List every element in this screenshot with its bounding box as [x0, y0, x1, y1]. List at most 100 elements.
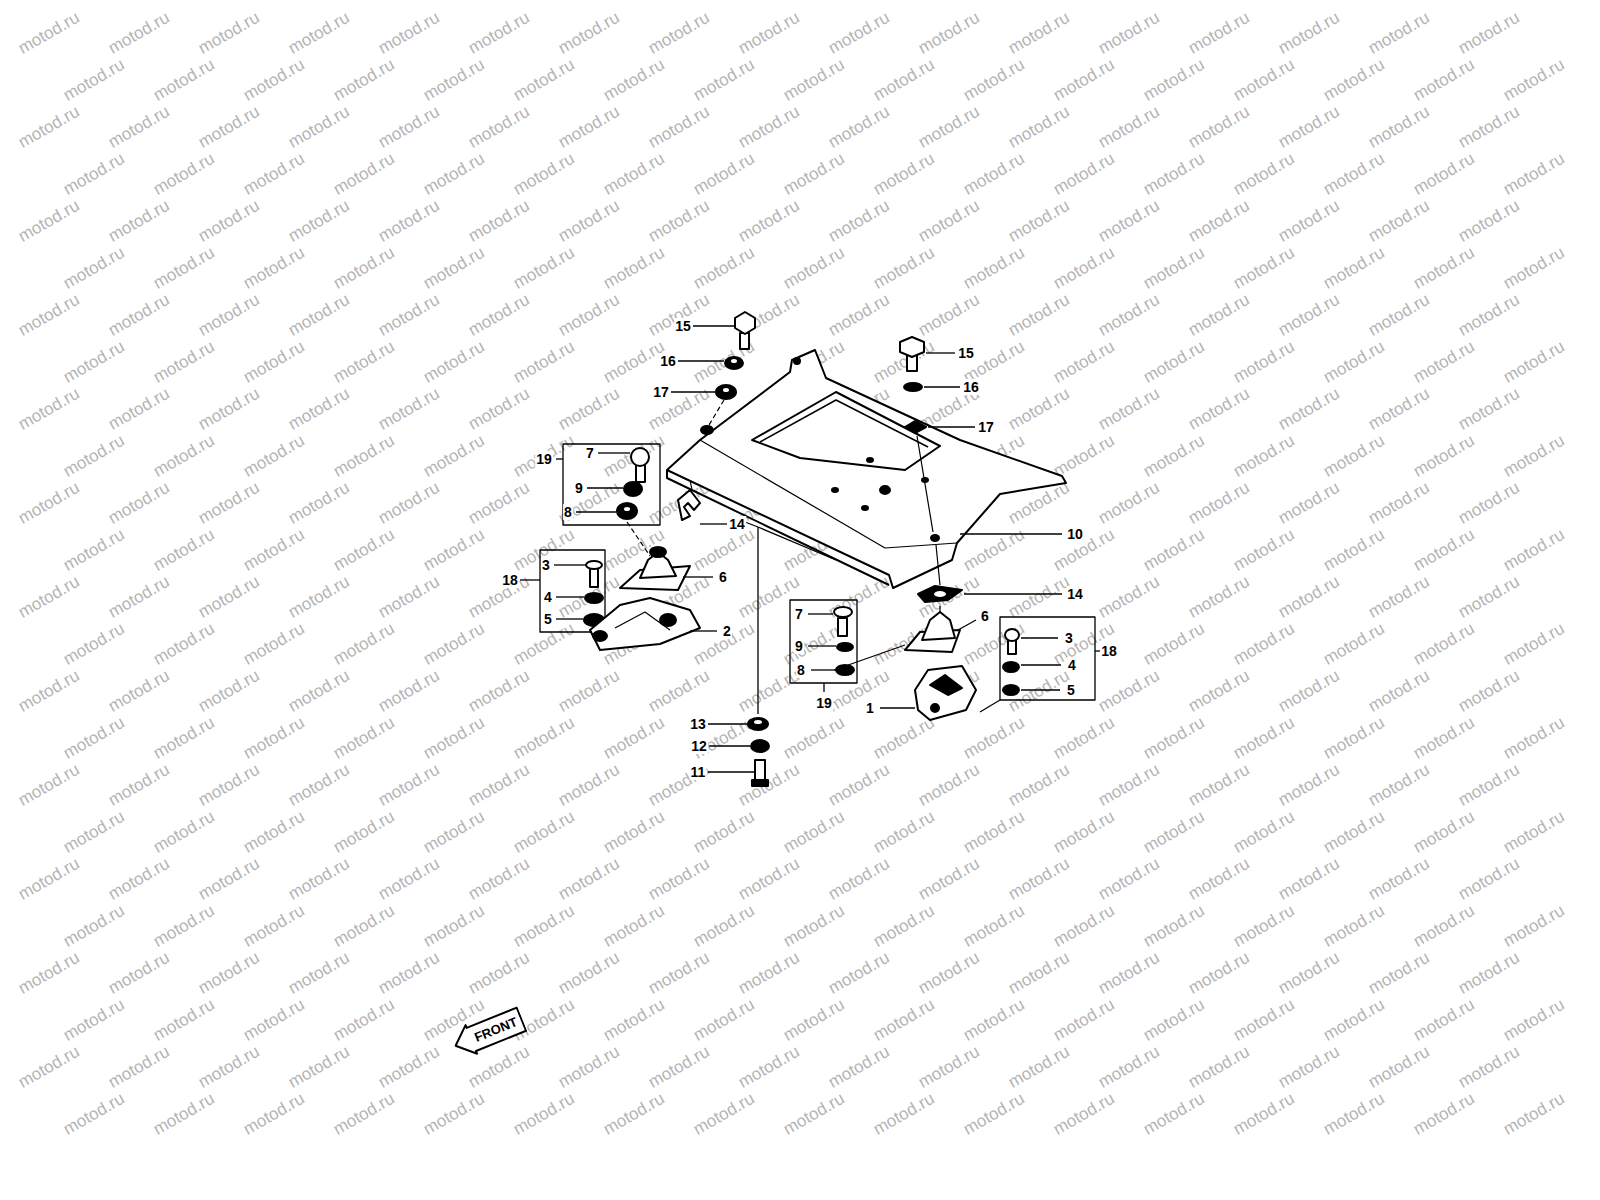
- watermark: motod.ru: [1140, 149, 1208, 200]
- watermark: motod.ru: [510, 243, 578, 294]
- watermark: motod.ru: [1500, 901, 1568, 952]
- callout-number: 18: [501, 572, 519, 588]
- watermark: motod.ru: [1275, 196, 1343, 247]
- watermark: motod.ru: [1500, 619, 1568, 670]
- watermark: motod.ru: [60, 525, 128, 576]
- watermark: motod.ru: [1320, 55, 1388, 106]
- watermark: motod.ru: [60, 807, 128, 858]
- watermark: motod.ru: [1050, 337, 1118, 388]
- watermark: motod.ru: [1140, 713, 1208, 764]
- watermark: motod.ru: [240, 807, 308, 858]
- watermark: motod.ru: [375, 102, 443, 153]
- callout-number: 17: [977, 419, 995, 435]
- watermark: motod.ru: [285, 102, 353, 153]
- watermark: motod.ru: [645, 666, 713, 717]
- watermark: motod.ru: [780, 901, 848, 952]
- watermark: motod.ru: [1050, 55, 1118, 106]
- watermark: motod.ru: [1185, 196, 1253, 247]
- watermark: motod.ru: [1050, 243, 1118, 294]
- watermark: motod.ru: [1185, 478, 1253, 529]
- watermark: motod.ru: [915, 854, 983, 905]
- watermark: motod.ru: [1455, 102, 1523, 153]
- watermark: motod.ru: [555, 196, 623, 247]
- watermark: motod.ru: [1230, 149, 1298, 200]
- callout-number: 10: [1066, 526, 1084, 542]
- watermark: motod.ru: [375, 854, 443, 905]
- watermark: motod.ru: [1050, 1089, 1118, 1140]
- watermark: motod.ru: [510, 55, 578, 106]
- watermark: motod.ru: [1455, 948, 1523, 999]
- watermark: motod.ru: [150, 431, 218, 482]
- watermark: motod.ru: [600, 55, 668, 106]
- watermark: motod.ru: [555, 290, 623, 341]
- callout-number: 4: [1067, 657, 1077, 673]
- watermark: motod.ru: [1095, 196, 1163, 247]
- watermark: motod.ru: [1455, 1042, 1523, 1093]
- watermark: motod.ru: [60, 713, 128, 764]
- watermark: motod.ru: [1140, 1089, 1208, 1140]
- leader-line: [671, 391, 715, 392]
- watermark: motod.ru: [1050, 713, 1118, 764]
- watermark: motod.ru: [1455, 8, 1523, 59]
- watermark: motod.ru: [60, 995, 128, 1046]
- watermark: motod.ru: [960, 619, 1028, 670]
- watermark: motod.ru: [555, 102, 623, 153]
- watermark: motod.ru: [285, 666, 353, 717]
- watermark: motod.ru: [1410, 525, 1478, 576]
- leader-line: [811, 669, 835, 670]
- watermark: motod.ru: [1365, 196, 1433, 247]
- callout-number: 5: [543, 611, 553, 627]
- callout-number: 4: [543, 589, 553, 605]
- watermark: motod.ru: [1095, 102, 1163, 153]
- watermark: motod.ru: [960, 713, 1028, 764]
- watermark: motod.ru: [1050, 149, 1118, 200]
- watermark: motod.ru: [1275, 948, 1343, 999]
- watermark: motod.ru: [690, 1089, 758, 1140]
- watermark: motod.ru: [285, 196, 353, 247]
- watermark: motod.ru: [150, 337, 218, 388]
- watermark: motod.ru: [285, 760, 353, 811]
- watermark: motod.ru: [600, 713, 668, 764]
- watermark: motod.ru: [15, 854, 83, 905]
- watermark: motod.ru: [105, 854, 173, 905]
- watermark: motod.ru: [1500, 713, 1568, 764]
- watermark: motod.ru: [1410, 807, 1478, 858]
- watermark: motod.ru: [1410, 1089, 1478, 1140]
- watermark: motod.ru: [1320, 901, 1388, 952]
- watermark: motod.ru: [600, 901, 668, 952]
- watermark: motod.ru: [240, 525, 308, 576]
- watermark: motod.ru: [1455, 854, 1523, 905]
- watermark: motod.ru: [420, 337, 488, 388]
- watermark: motod.ru: [1275, 384, 1343, 435]
- watermark: motod.ru: [240, 337, 308, 388]
- watermark: motod.ru: [420, 713, 488, 764]
- watermark: motod.ru: [870, 713, 938, 764]
- watermark: motod.ru: [1230, 807, 1298, 858]
- watermark: motod.ru: [960, 1089, 1028, 1140]
- callout-number: 1: [865, 700, 875, 716]
- watermark: motod.ru: [1005, 572, 1073, 623]
- watermark: motod.ru: [1320, 431, 1388, 482]
- watermark: motod.ru: [1005, 1042, 1073, 1093]
- watermark: motod.ru: [375, 572, 443, 623]
- watermark: motod.ru: [510, 713, 578, 764]
- callout-number: 9: [794, 638, 804, 654]
- leader-line: [587, 487, 623, 488]
- watermark: motod.ru: [645, 196, 713, 247]
- watermark: motod.ru: [375, 666, 443, 717]
- watermark: motod.ru: [825, 290, 893, 341]
- watermark: motod.ru: [150, 1089, 218, 1140]
- watermark: motod.ru: [375, 8, 443, 59]
- watermark: motod.ru: [15, 384, 83, 435]
- watermark: motod.ru: [1095, 478, 1163, 529]
- watermark: motod.ru: [1140, 55, 1208, 106]
- watermark: motod.ru: [1455, 290, 1523, 341]
- leader-line: [709, 745, 750, 746]
- watermark: motod.ru: [1230, 55, 1298, 106]
- callout-number: 8: [796, 662, 806, 678]
- watermark: motod.ru: [420, 431, 488, 482]
- watermark: motod.ru: [1140, 995, 1208, 1046]
- watermark: motod.ru: [1320, 713, 1388, 764]
- watermark: motod.ru: [195, 8, 263, 59]
- callout-number: 8: [563, 504, 573, 520]
